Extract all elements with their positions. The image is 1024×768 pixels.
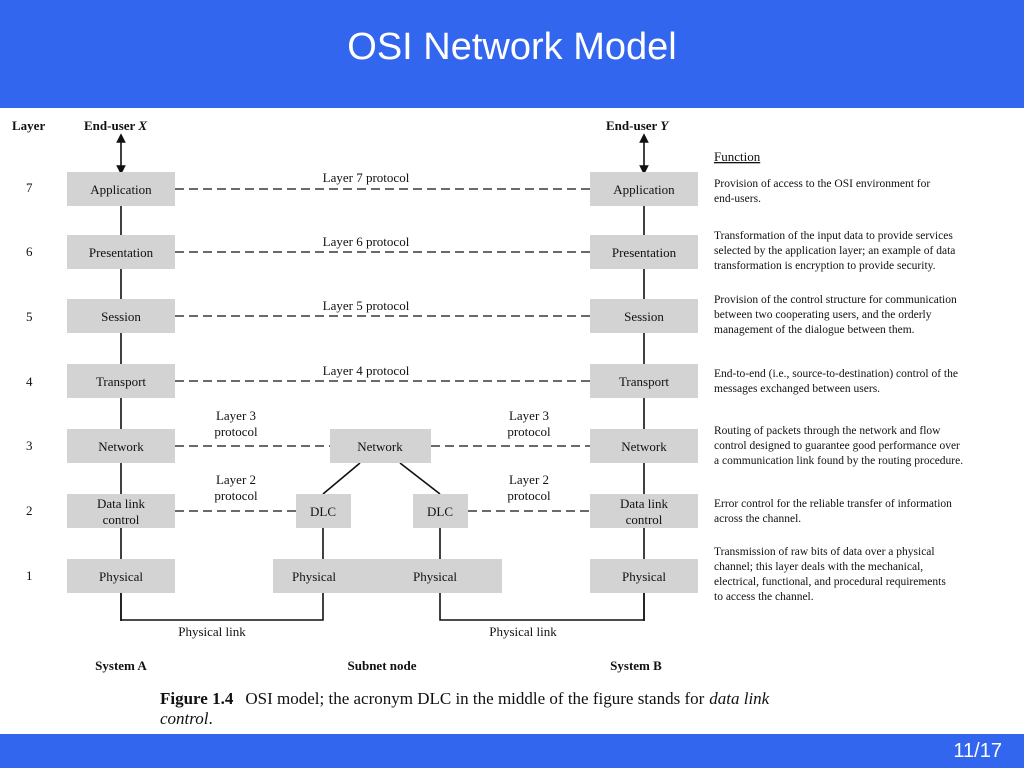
layer-5-protocol-label: Layer 5 protocol — [323, 298, 410, 313]
end-user-y-label: End-user Y — [606, 118, 669, 133]
figure-caption-line-2: control. — [160, 709, 213, 728]
stack-a-presentation-label: Presentation — [89, 245, 154, 260]
stack-a-physical-box — [67, 559, 175, 593]
stack-a-presentation-box — [67, 235, 175, 269]
layer-column-header: Layer — [12, 118, 45, 133]
layer-number: 6 — [26, 244, 33, 259]
stack-b-data-link-box — [590, 494, 698, 528]
stack-a-application-box — [67, 172, 175, 206]
subnet-link-network-dlc-right — [399, 462, 441, 495]
function-layer-3: Routing of packets through the network a… — [714, 425, 963, 467]
stack-a-transport-box — [67, 364, 175, 398]
slide-title: OSI Network Model — [347, 26, 677, 68]
stack-b-session-label: Session — [624, 309, 664, 324]
physical-link-left — [120, 593, 324, 621]
stack-b-application-label: Application — [613, 182, 675, 197]
layer-number: 3 — [26, 438, 33, 453]
function-layer-2: Error control for the reliable transfer … — [714, 498, 952, 525]
subnet-network-label: Network — [357, 439, 403, 454]
stack-b-presentation-box — [590, 235, 698, 269]
figure-label: Figure 1.4 — [160, 689, 234, 708]
stack-a-physical-label: Physical — [99, 569, 143, 584]
system-b-label: System B — [610, 658, 662, 673]
stack-a-session-label: Session — [101, 309, 141, 324]
stack-b-application-box — [590, 172, 698, 206]
function-column-header: Function — [714, 149, 761, 164]
layer-number: 2 — [26, 503, 33, 518]
stack-system-b: Application Presentation Session Transpo… — [590, 172, 698, 593]
subnet-network-box — [330, 429, 431, 463]
physical-link-right-label: Physical link — [489, 624, 557, 639]
stack-b-physical-label: Physical — [622, 569, 666, 584]
stack-b-presentation-label: Presentation — [612, 245, 677, 260]
subnet-dlc-right-box — [413, 494, 468, 528]
stack-b-transport-label: Transport — [619, 374, 669, 389]
function-layer-6: Transformation of the input data to prov… — [714, 230, 955, 272]
stack-system-a: Application Presentation Session Transpo… — [67, 172, 175, 593]
layer-7-protocol-label: Layer 7 protocol — [323, 170, 410, 185]
layer-numbers: 7 6 5 4 3 2 1 — [26, 180, 33, 583]
stack-a-data-link-box — [67, 494, 175, 528]
layer-number: 1 — [26, 568, 33, 583]
subnet-link-network-dlc-left — [322, 462, 361, 495]
subnet-physical-left-label: Physical — [292, 569, 336, 584]
stack-a-network-box — [67, 429, 175, 463]
protocol-lines — [175, 188, 590, 512]
subnet-dlc-left-box — [296, 494, 351, 528]
end-user-x-label: End-user X — [84, 118, 147, 133]
subnet-dlc-left-label: DLC — [310, 504, 336, 519]
stack-b-session-box — [590, 299, 698, 333]
layer-6-protocol-label: Layer 6 protocol — [323, 234, 410, 249]
layer-number: 7 — [26, 180, 33, 195]
function-layer-1: Transmission of raw bits of data over a … — [714, 546, 946, 603]
subnet-dlc-right-label: DLC — [427, 504, 453, 519]
stack-b-network-box — [590, 429, 698, 463]
layer-number: 5 — [26, 309, 33, 324]
stack-b-physical-box — [590, 559, 698, 593]
title-bar: OSI Network Model — [0, 0, 1024, 108]
subnet-physical-right-label: Physical — [413, 569, 457, 584]
protocol-labels: Layer 7 protocol Layer 6 protocol Layer … — [214, 170, 551, 503]
footer-bar: 11/17 — [0, 734, 1024, 768]
stack-a-transport-label: Transport — [96, 374, 146, 389]
stack-a-application-label: Application — [90, 182, 152, 197]
function-layer-4: End-to-end (i.e., source-to-destination)… — [714, 368, 958, 395]
stack-a-session-box — [67, 299, 175, 333]
physical-link-right — [439, 593, 645, 621]
stack-b-transport-box — [590, 364, 698, 398]
osi-diagram: Layer End-user X End-user Y Function 7 6… — [12, 118, 963, 728]
function-layer-5: Provision of the control structure for c… — [714, 294, 957, 336]
subnet-node-label: Subnet node — [348, 658, 417, 673]
page-number: 11/17 — [953, 740, 1002, 762]
subnet-physical-box — [273, 559, 502, 593]
stack-b-network-label: Network — [621, 439, 667, 454]
layer-number: 4 — [26, 374, 33, 389]
function-layer-7: Provision of access to the OSI environme… — [714, 178, 930, 205]
layer-4-protocol-label: Layer 4 protocol — [323, 363, 410, 378]
subnet-node: Network DLC DLC Physical Physical — [273, 429, 502, 593]
stack-a-network-label: Network — [98, 439, 144, 454]
system-a-label: System A — [95, 658, 147, 673]
physical-link-left-label: Physical link — [178, 624, 246, 639]
function-descriptions: Provision of access to the OSI environme… — [714, 178, 963, 603]
